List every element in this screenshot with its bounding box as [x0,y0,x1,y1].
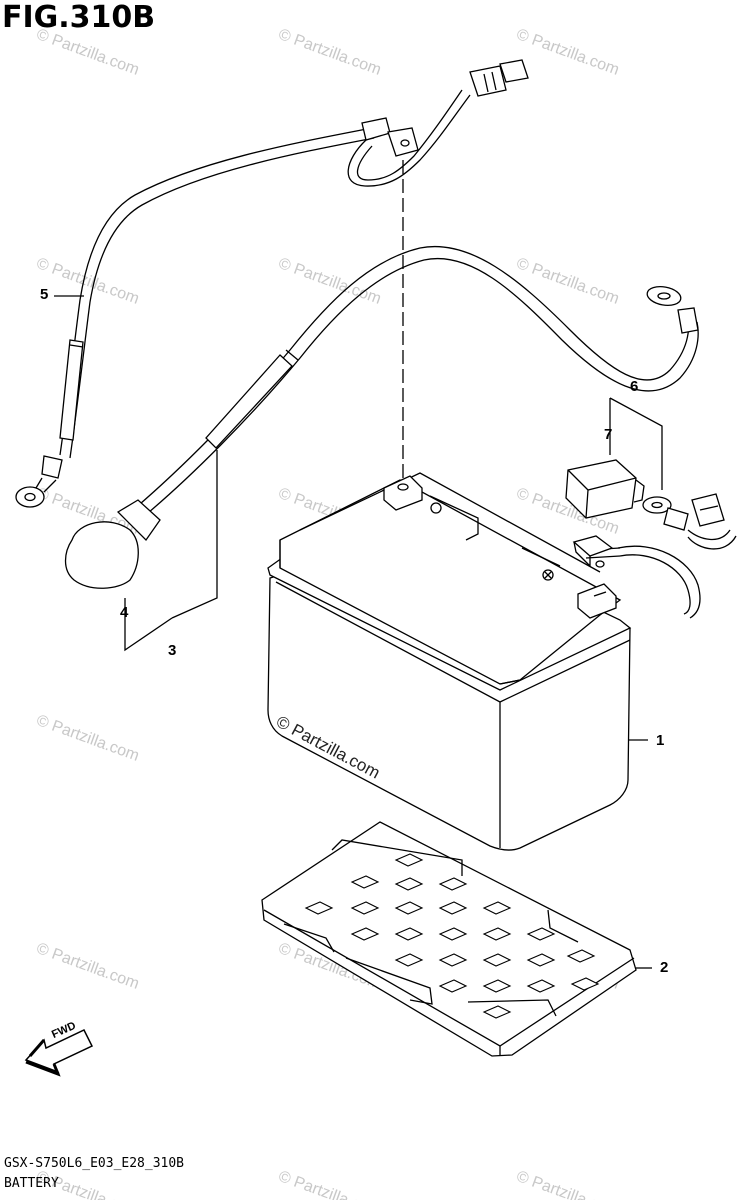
callout-5[interactable]: 5 [40,286,49,303]
leader-lines-6-7 [609,397,663,490]
callout-7[interactable]: 7 [604,426,613,443]
ground-wire-5 [15,59,529,508]
footer-figure-name: BATTERY [4,1176,59,1191]
callout-1[interactable]: 1 [656,732,665,749]
figure-title: FIG.310B [2,0,156,35]
terminal-cover-7 [565,459,645,519]
callout-6[interactable]: 6 [630,378,639,395]
battery-1 [267,472,632,851]
callout-3[interactable]: 3 [168,642,177,659]
battery-tray-2 [261,821,637,1057]
callout-4[interactable]: 4 [120,604,129,621]
footer-figure-code: GSX-S750L6_E03_E28_310B [4,1156,185,1171]
fwd-arrow-icon [24,1029,94,1077]
callout-2[interactable]: 2 [660,959,669,976]
positive-wire-3 [64,245,699,652]
negative-wire-6 [572,493,737,619]
